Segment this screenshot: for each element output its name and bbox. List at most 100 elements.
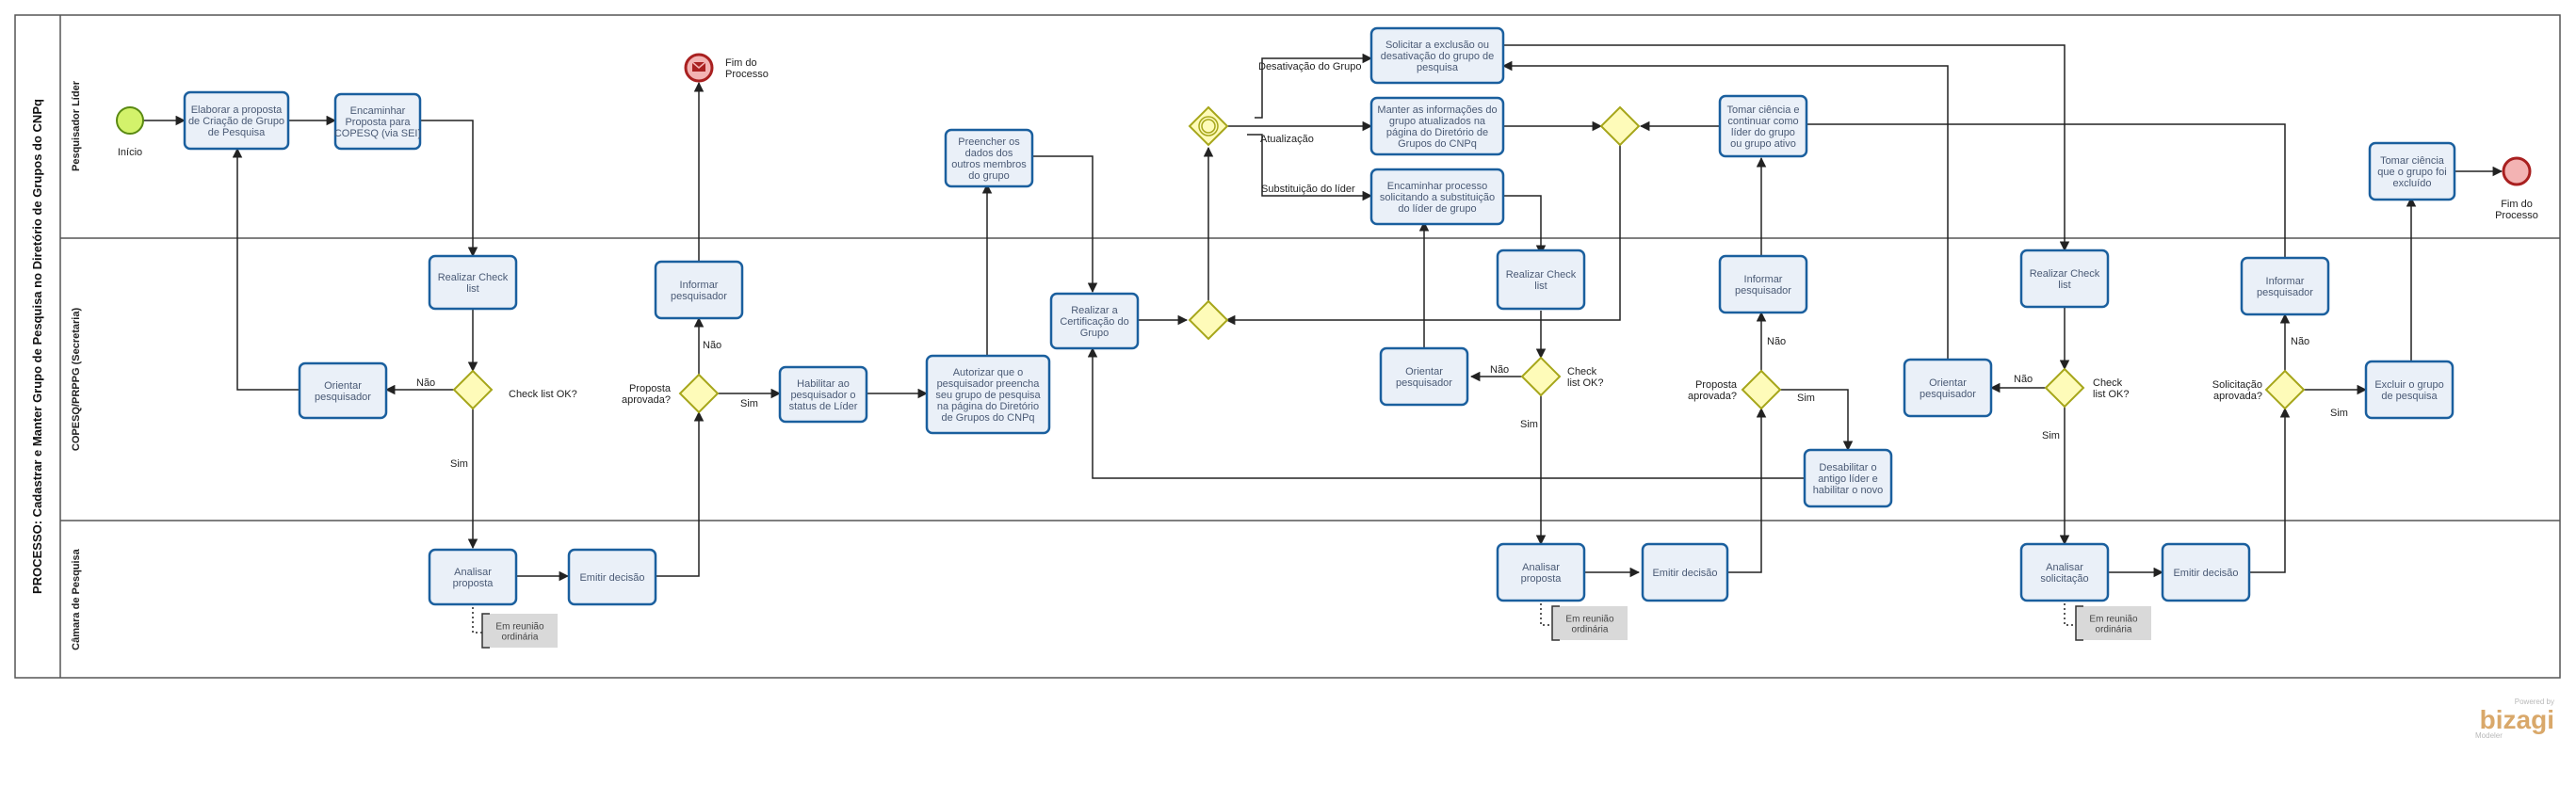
flow-labels: Não Sim Não Sim Desativação do Grupo Atu… — [416, 61, 2348, 470]
task-label: Emitir decisão — [1652, 568, 1717, 579]
brand-sub: Modeler — [2475, 731, 2503, 740]
flow-label: Atualização — [1260, 134, 1314, 145]
flow-label: Sim — [2042, 430, 2060, 441]
start-event-label: Início — [118, 147, 142, 158]
task-label: Emitir decisão — [2173, 568, 2238, 579]
flow-label: Não — [1767, 336, 1786, 347]
lane-label-pesquisador: Pesquisador Líder — [71, 80, 82, 171]
flow-label: Sim — [450, 458, 468, 470]
lane-label-camara: Câmara de Pesquisa — [71, 548, 82, 650]
task-label: Emitir decisão — [579, 572, 644, 584]
brand-powered: Powered by — [2515, 698, 2554, 706]
brand-name: bizagi — [2480, 705, 2554, 734]
gateway-g3[interactable] — [1188, 105, 1229, 147]
pool-title: PROCESSO: Cadastrar e Manter Grupo de Pe… — [30, 99, 44, 594]
gateway-label: Check list OK? — [509, 389, 577, 400]
gateway-g1[interactable]: Check list OK? — [452, 369, 577, 410]
sequence-flows — [143, 44, 2503, 634]
bizagi-brand: Powered by bizagi Modeler — [2475, 698, 2554, 740]
envelope-icon — [692, 62, 705, 72]
flow-label: Sim — [2330, 408, 2348, 419]
task-t6[interactable]: Emitir decisão — [567, 548, 657, 606]
flow-label: Não — [2291, 336, 2309, 347]
task-t25[interactable]: Emitir decisão — [2161, 542, 2251, 602]
end-event-1[interactable] — [684, 53, 714, 83]
task-t18[interactable]: Emitir decisão — [1641, 542, 1729, 602]
flow-label: Não — [2014, 374, 2033, 385]
flow-label: Não — [416, 377, 435, 389]
flow-label: Não — [703, 340, 721, 351]
end-event-2[interactable] — [2502, 156, 2532, 186]
flow-label: Sim — [1797, 393, 1815, 404]
flow-label: Sim — [1520, 419, 1538, 430]
gateway-g4[interactable] — [1599, 105, 1641, 147]
gateway-g5[interactable] — [1188, 299, 1229, 341]
flow-label: Substituição do líder — [1261, 184, 1355, 195]
flow-label: Sim — [740, 398, 758, 409]
start-event[interactable] — [116, 106, 144, 135]
